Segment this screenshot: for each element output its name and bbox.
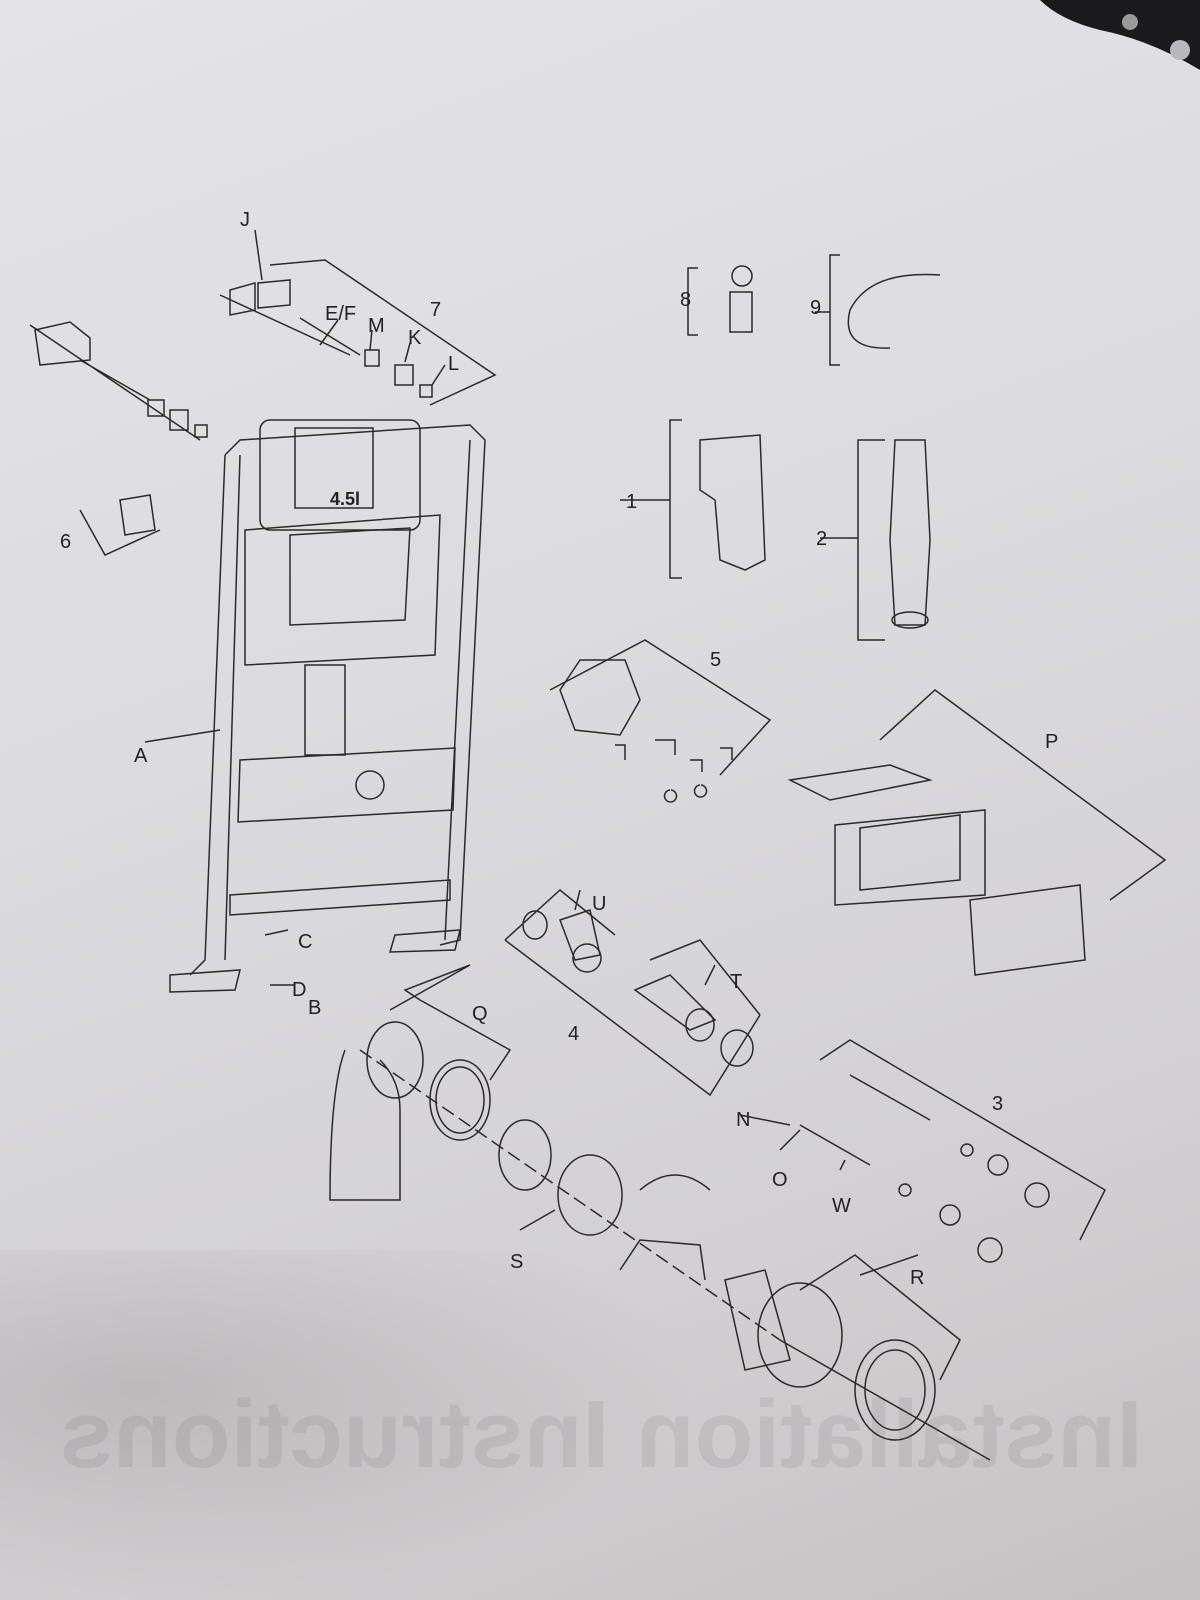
label-t: T [730,971,742,993]
label-2: 2 [816,528,827,550]
label-d: D [292,979,306,1001]
label-1: 1 [626,491,637,513]
label-l: L [448,353,459,375]
label-4: 4 [568,1023,579,1045]
label-6: 6 [60,531,71,553]
label-b: B [308,997,321,1019]
label-8: 8 [680,289,691,311]
frame-a [169,419,486,993]
label-a: A [134,745,148,767]
label-5: 5 [710,649,721,671]
label-u: U [592,893,606,915]
dark-object-corner [1040,0,1200,70]
frame-marking: 4.5l [330,489,360,509]
part-labels: J E/F M 7 K L 8 9 6 1 2 5 A P C U D B T … [60,209,1058,1289]
label-q: Q [472,1003,488,1025]
label-m: M [368,315,385,337]
label-r: R [910,1267,924,1289]
label-p: P [1045,731,1058,753]
label-3: 3 [992,1093,1003,1115]
label-7: 7 [430,299,441,321]
label-w: W [832,1195,851,1217]
label-9: 9 [810,297,821,319]
label-k: K [408,327,422,349]
label-o: O [772,1169,788,1191]
shadow [0,1250,700,1600]
label-j: J [240,209,250,231]
label-s: S [510,1251,523,1273]
label-ef: E/F [325,303,356,325]
label-c: C [298,931,312,953]
label-n: N [736,1109,750,1131]
